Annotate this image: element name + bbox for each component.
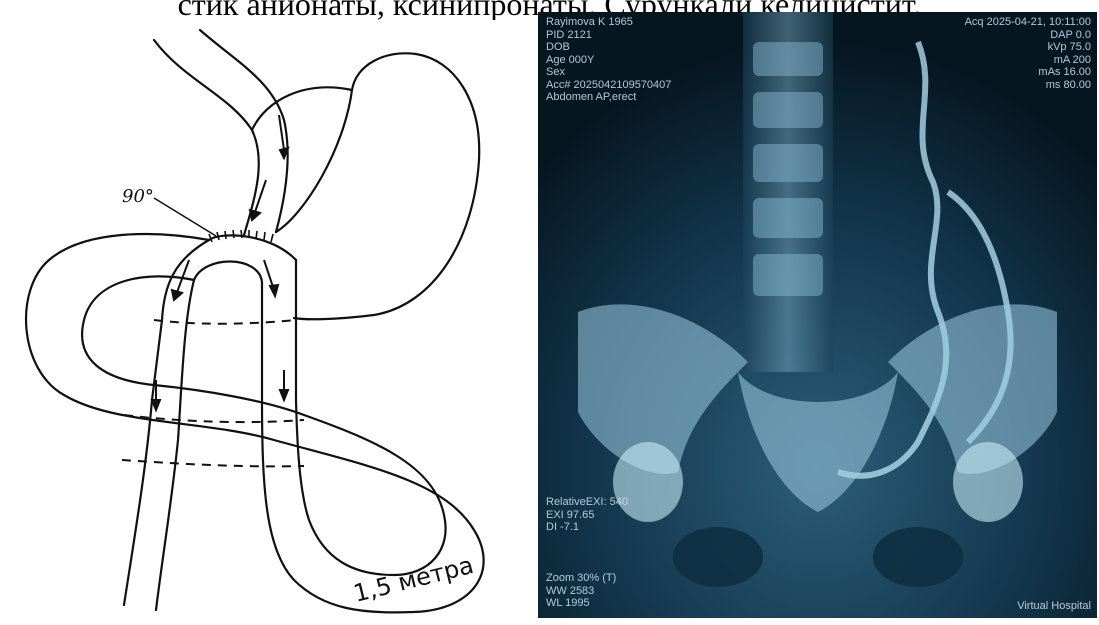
hospital-label: Virtual Hospital — [1017, 600, 1091, 613]
window-width: WW 2583 — [546, 585, 616, 598]
kvp-value: kVp 75.0 — [965, 41, 1091, 54]
ma-value: mA 200 — [965, 54, 1091, 67]
acquisition-overlay: Acq 2025-04-21, 10:11:00 DAP 0.0 kVp 75.… — [965, 16, 1091, 91]
ms-value: ms 80.00 — [965, 79, 1091, 92]
study-description: Abdomen AP,erect — [546, 91, 671, 104]
angle-pointer — [154, 198, 216, 236]
xray-image: Rayimova K 1965 PID 2121 DOB Age 000Y Se… — [538, 12, 1097, 618]
anastomosis-inner-arch — [194, 261, 262, 282]
relative-exi: RelativeEXI: 540 — [546, 496, 628, 509]
length-label: 1,5 метра — [351, 551, 477, 608]
mas-value: mAs 16.00 — [965, 66, 1091, 79]
acquisition-time: Acq 2025-04-21, 10:11:00 — [965, 16, 1091, 29]
bowel-outer-loop — [26, 234, 484, 612]
esophagus-left-line — [154, 40, 259, 235]
stomach-outline — [276, 53, 479, 319]
sketch-drawing: 90° 1,5 метра — [4, 20, 526, 620]
stomach-top — [252, 87, 352, 130]
patient-age: Age 000Y — [546, 54, 671, 67]
zoom-value: Zoom 30% (T) — [546, 572, 616, 585]
di-value: DI -7.1 — [546, 521, 628, 534]
patient-sex: Sex — [546, 66, 671, 79]
patient-info-overlay: Rayimova K 1965 PID 2121 DOB Age 000Y Se… — [546, 16, 671, 104]
surgical-sketch: 90° 1,5 метра — [4, 20, 526, 620]
patient-id: PID 2121 — [546, 29, 671, 42]
exi-value: EXI 97.65 — [546, 509, 628, 522]
anastomosis-arch — [209, 235, 296, 260]
angle-label: 90° — [122, 186, 154, 207]
accession-number: Acc# 2025042109570407 — [546, 79, 671, 92]
window-level: WL 1995 — [546, 597, 616, 610]
patient-dob: DOB — [546, 41, 671, 54]
patient-name: Rayimova K 1965 — [546, 16, 671, 29]
esophagus-right-line — [200, 30, 288, 232]
exposure-overlay: RelativeEXI: 540 EXI 97.65 DI -7.1 — [546, 496, 628, 534]
view-overlay: Zoom 30% (T) WW 2583 WL 1995 — [546, 572, 616, 610]
dap-value: DAP 0.0 — [965, 29, 1091, 42]
